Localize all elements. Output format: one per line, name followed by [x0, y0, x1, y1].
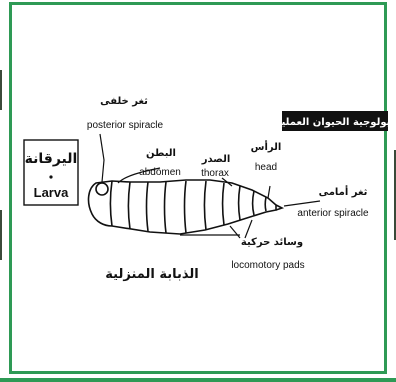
label-pads-arabic: وسائد حركية	[241, 237, 303, 248]
larva-body	[89, 180, 282, 234]
pads-leader-3	[245, 220, 252, 238]
label-thorax-arabic: الصدر	[201, 154, 231, 165]
label-anterior-arabic: ثغر أمامى	[319, 185, 368, 198]
anterior-leader	[284, 201, 320, 206]
label-anterior-english: anterior spiracle	[297, 208, 369, 219]
posterior-spiracle-mark	[96, 183, 108, 195]
label-abdomen-arabic: البطن	[146, 148, 176, 159]
head-leader	[268, 186, 270, 198]
larva-badge-dot	[49, 175, 52, 178]
label-posterior-english: posterior spiracle	[87, 120, 164, 131]
label-head-english: head	[255, 162, 277, 173]
banner-title: بيولوجية الحيوان العملية	[276, 117, 395, 128]
posterior-leader	[100, 134, 104, 182]
label-head-arabic: الرأس	[251, 140, 282, 153]
label-thorax-english: thorax	[201, 168, 229, 179]
larva-badge-english: Larva	[34, 185, 69, 200]
larva-badge-arabic: اليرقانة	[25, 151, 78, 167]
label-abdomen-english: abdomen	[139, 167, 181, 178]
label-pads-english: locomotory pads	[231, 260, 304, 271]
pads-leader-2	[230, 226, 240, 238]
label-posterior-arabic: ثغر خلفى	[100, 96, 148, 107]
caption: الذبابة المنزلية	[105, 267, 198, 282]
